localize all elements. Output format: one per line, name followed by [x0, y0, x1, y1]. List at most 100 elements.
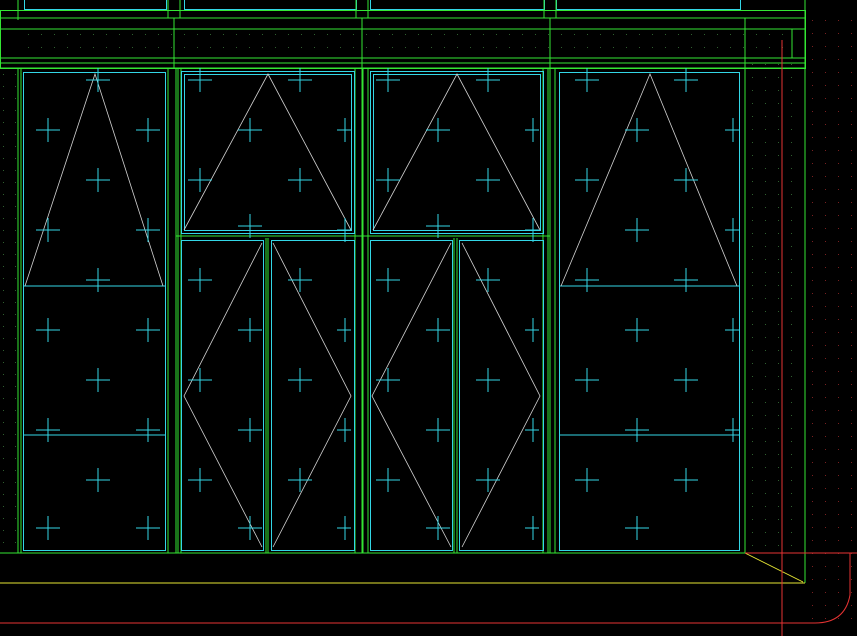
- red-grid-dot: [838, 605, 839, 606]
- red-grid-dot: [812, 449, 813, 450]
- red-grid-dot: [851, 462, 852, 463]
- grid-dot: [752, 64, 753, 65]
- red-grid-dot: [812, 72, 813, 73]
- grid-dot: [314, 34, 315, 35]
- red-grid-dot: [838, 475, 839, 476]
- grid-dot: [15, 182, 16, 183]
- grid-dot: [457, 34, 458, 35]
- grid-dot: [15, 542, 16, 543]
- red-grid-dot: [838, 384, 839, 385]
- grid-dot: [15, 74, 16, 75]
- grid-dot: [3, 242, 4, 243]
- red-grid-dot: [825, 59, 826, 60]
- grid-dot: [340, 47, 341, 48]
- red-grid-dot: [825, 592, 826, 593]
- grid-dot: [275, 34, 276, 35]
- red-grid-dot: [825, 33, 826, 34]
- red-grid-dot: [825, 20, 826, 21]
- grid-dot: [791, 155, 792, 156]
- red-grid-dot: [838, 241, 839, 242]
- red-grid-dot: [825, 189, 826, 190]
- grid-dot: [3, 206, 4, 207]
- red-grid-dot: [825, 540, 826, 541]
- grid-dot: [3, 158, 4, 159]
- red-grid-dot: [825, 163, 826, 164]
- grid-dot: [765, 129, 766, 130]
- grid-dot: [457, 47, 458, 48]
- red-grid-dot: [812, 501, 813, 502]
- red-grid-dot: [812, 202, 813, 203]
- grid-dot: [3, 362, 4, 363]
- grid-dot: [626, 34, 627, 35]
- grid-dot: [743, 34, 744, 35]
- grid-dot: [561, 47, 562, 48]
- grid-dot: [41, 47, 42, 48]
- grid-dot: [791, 246, 792, 247]
- grid-dot: [752, 77, 753, 78]
- grid-dot: [327, 34, 328, 35]
- grid-dot: [756, 47, 757, 48]
- grid-dot: [3, 110, 4, 111]
- grid-dot: [778, 363, 779, 364]
- grid-dot: [171, 34, 172, 35]
- grid-dot: [752, 415, 753, 416]
- grid-dot: [765, 207, 766, 208]
- grid-dot: [15, 122, 16, 123]
- grid-dot: [15, 530, 16, 531]
- grid-dot: [752, 311, 753, 312]
- red-grid-dot: [851, 46, 852, 47]
- grid-dot: [778, 64, 779, 65]
- red-grid-dot: [825, 397, 826, 398]
- grid-dot: [778, 506, 779, 507]
- boundary-lines: [0, 40, 857, 636]
- grid-dot: [752, 467, 753, 468]
- awning-sash-1: [181, 71, 355, 234]
- grid-dot: [752, 363, 753, 364]
- grid-dot: [778, 454, 779, 455]
- grid-dot: [15, 254, 16, 255]
- grid-dot: [791, 181, 792, 182]
- grid-dot: [765, 272, 766, 273]
- grid-dot: [366, 47, 367, 48]
- red-grid-dot: [838, 215, 839, 216]
- glazing-right: [559, 72, 740, 551]
- grid-dot: [522, 34, 523, 35]
- grid-dot: [15, 494, 16, 495]
- grid-dot: [778, 389, 779, 390]
- red-grid-dot: [838, 371, 839, 372]
- grid-dot: [15, 134, 16, 135]
- red-grid-dot: [812, 592, 813, 593]
- red-grid-dot: [838, 345, 839, 346]
- grid-dot: [791, 129, 792, 130]
- grid-dot: [791, 532, 792, 533]
- grid-dot: [752, 116, 753, 117]
- red-grid-dot: [812, 306, 813, 307]
- red-grid-dot: [838, 462, 839, 463]
- grid-dot: [15, 518, 16, 519]
- grid-dot: [778, 532, 779, 533]
- grid-dot: [778, 77, 779, 78]
- red-grid-dot: [851, 280, 852, 281]
- grid-dot: [778, 428, 779, 429]
- grid-dot: [765, 246, 766, 247]
- grid-dot: [301, 34, 302, 35]
- grid-dot: [778, 116, 779, 117]
- grid-dot: [574, 47, 575, 48]
- grid-dot: [132, 34, 133, 35]
- grid-dot: [15, 470, 16, 471]
- grid-dot: [15, 146, 16, 147]
- opening-indicators: [24, 72, 738, 548]
- grid-dot: [765, 298, 766, 299]
- grid-dot: [15, 458, 16, 459]
- grid-dot: [3, 470, 4, 471]
- grid-dot: [752, 337, 753, 338]
- grid-dot: [3, 398, 4, 399]
- grid-dot: [765, 220, 766, 221]
- grid-dot: [791, 506, 792, 507]
- red-grid-dot: [838, 449, 839, 450]
- grid-dot: [704, 47, 705, 48]
- red-grid-dot: [812, 228, 813, 229]
- grid-dot: [791, 415, 792, 416]
- grid-dot: [791, 480, 792, 481]
